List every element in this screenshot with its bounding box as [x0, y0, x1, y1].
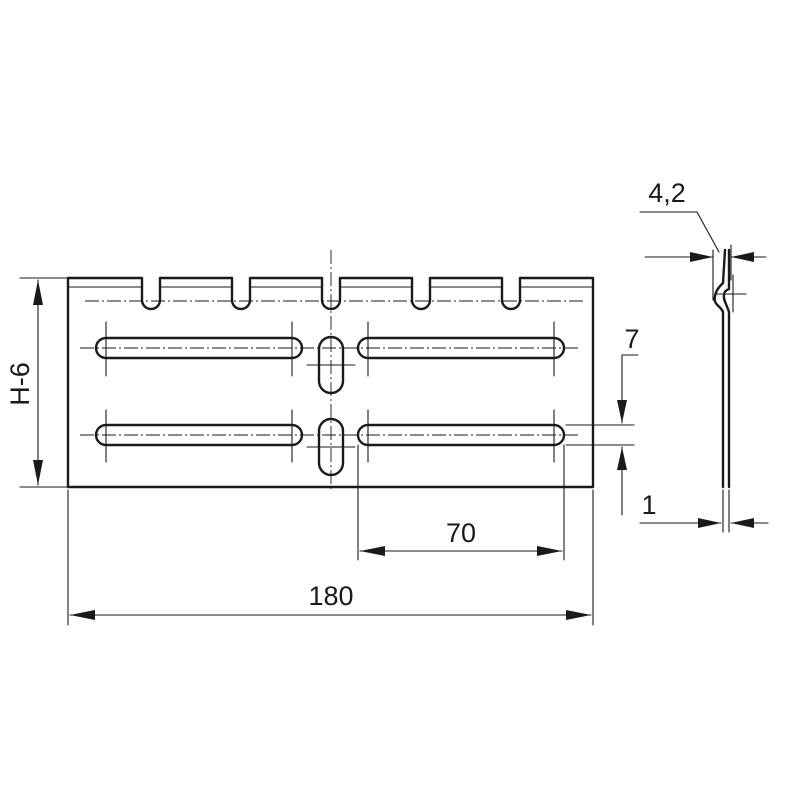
dimension-thickness: 1: [639, 489, 769, 533]
slot-centerlines: [80, 250, 580, 492]
slot-length-label: 70: [446, 518, 476, 548]
front-view: [66, 250, 595, 492]
slot-spacing-label: 7: [624, 324, 639, 354]
long-slots: [94, 336, 566, 447]
height-label: H-6: [5, 362, 35, 406]
total-length-label: 180: [308, 581, 353, 611]
dimension-hook-width: 4,2: [639, 178, 767, 301]
side-view: [713, 248, 747, 489]
dimension-slot-length: 70: [357, 444, 565, 561]
dimension-height: H-6: [5, 277, 69, 488]
dimension-slot-spacing: 7: [565, 324, 640, 516]
plate-outline: [66, 276, 595, 489]
thickness-label: 1: [641, 490, 656, 520]
hook-width-label: 4,2: [648, 178, 686, 208]
side-profile: [713, 248, 731, 489]
dimension-total-length: 180: [67, 489, 594, 626]
